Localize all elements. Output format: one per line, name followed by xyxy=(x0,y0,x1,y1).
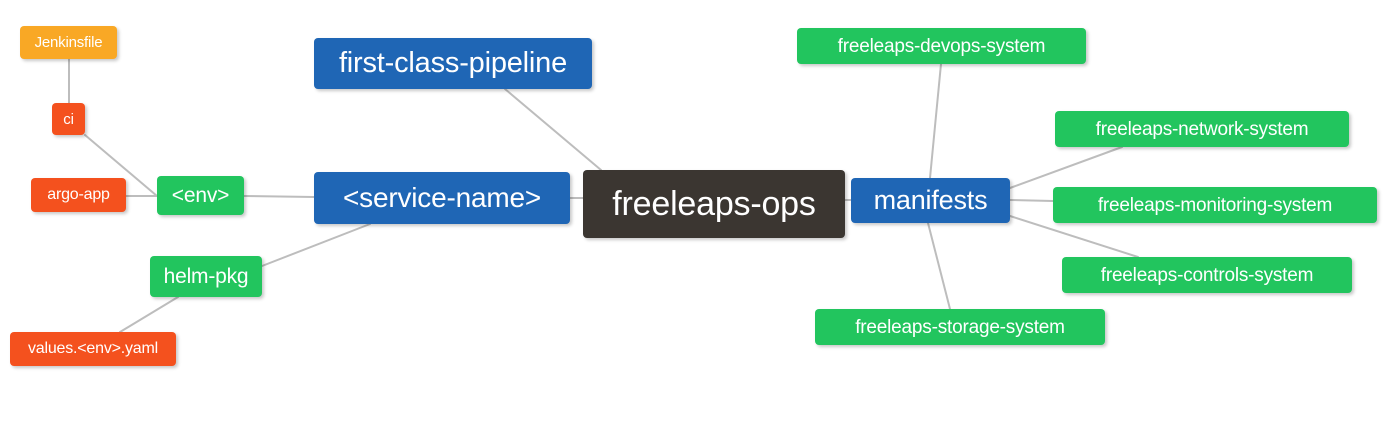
mindmap-node-argo-app[interactable]: argo-app xyxy=(31,178,126,212)
mindmap-node-freeleaps-controls-system[interactable]: freeleaps-controls-system xyxy=(1062,257,1352,293)
mindmap-node-service-name[interactable]: <service-name> xyxy=(314,172,570,224)
node-label-freeleaps-storage-system: freeleaps-storage-system xyxy=(855,316,1065,338)
mindmap-node-freeleaps-monitoring-system[interactable]: freeleaps-monitoring-system xyxy=(1053,187,1377,223)
node-label-manifests: manifests xyxy=(873,185,988,215)
node-label-argo-app: argo-app xyxy=(47,186,110,203)
node-label-values-yaml: values.<env>.yaml xyxy=(27,340,158,357)
edge-manifests-network xyxy=(1009,146,1123,189)
mindmap-node-freeleaps-network-system[interactable]: freeleaps-network-system xyxy=(1055,111,1349,147)
mindmap-node-first-class-pipeline[interactable]: first-class-pipeline xyxy=(314,38,592,89)
mindmap-node-values-yaml[interactable]: values.<env>.yaml xyxy=(10,332,176,366)
node-label-jenkinsfile: Jenkinsfile xyxy=(34,34,103,51)
mindmap-node-freeleaps-devops-system[interactable]: freeleaps-devops-system xyxy=(797,28,1086,64)
edge-first-class-pipeline-ops xyxy=(504,88,602,171)
node-label-first-class-pipeline: first-class-pipeline xyxy=(338,47,568,79)
mindmap-node-freeleaps-ops[interactable]: freeleaps-ops xyxy=(583,170,845,238)
edge-manifests-storage xyxy=(927,222,951,310)
mindmap-node-jenkinsfile[interactable]: Jenkinsfile xyxy=(20,26,117,59)
node-label-service-name: <service-name> xyxy=(343,182,541,213)
edge-values-yaml-helm-pkg xyxy=(119,296,179,333)
edge-manifests-monitoring xyxy=(1009,199,1054,202)
node-label-freeleaps-ops: freeleaps-ops xyxy=(612,185,816,223)
mindmap-node-manifests[interactable]: manifests xyxy=(851,178,1010,223)
edge-env-service-name xyxy=(243,195,315,198)
node-label-ci: ci xyxy=(63,110,74,128)
node-label-freeleaps-devops-system: freeleaps-devops-system xyxy=(837,35,1046,57)
edge-manifests-devops xyxy=(929,63,942,179)
mindmap-node-ci[interactable]: ci xyxy=(52,103,85,135)
node-label-helm-pkg: helm-pkg xyxy=(163,265,249,288)
node-label-freeleaps-network-system: freeleaps-network-system xyxy=(1095,118,1309,140)
edge-helm-pkg-service-name xyxy=(261,223,371,267)
mindmap-node-helm-pkg[interactable]: helm-pkg xyxy=(150,256,262,297)
mindmap-node-env[interactable]: <env> xyxy=(157,176,244,215)
node-label-freeleaps-controls-system: freeleaps-controls-system xyxy=(1100,264,1314,286)
node-label-freeleaps-monitoring-system: freeleaps-monitoring-system xyxy=(1097,194,1333,216)
node-label-env: <env> xyxy=(171,184,230,207)
mindmap-node-freeleaps-storage-system[interactable]: freeleaps-storage-system xyxy=(815,309,1105,345)
